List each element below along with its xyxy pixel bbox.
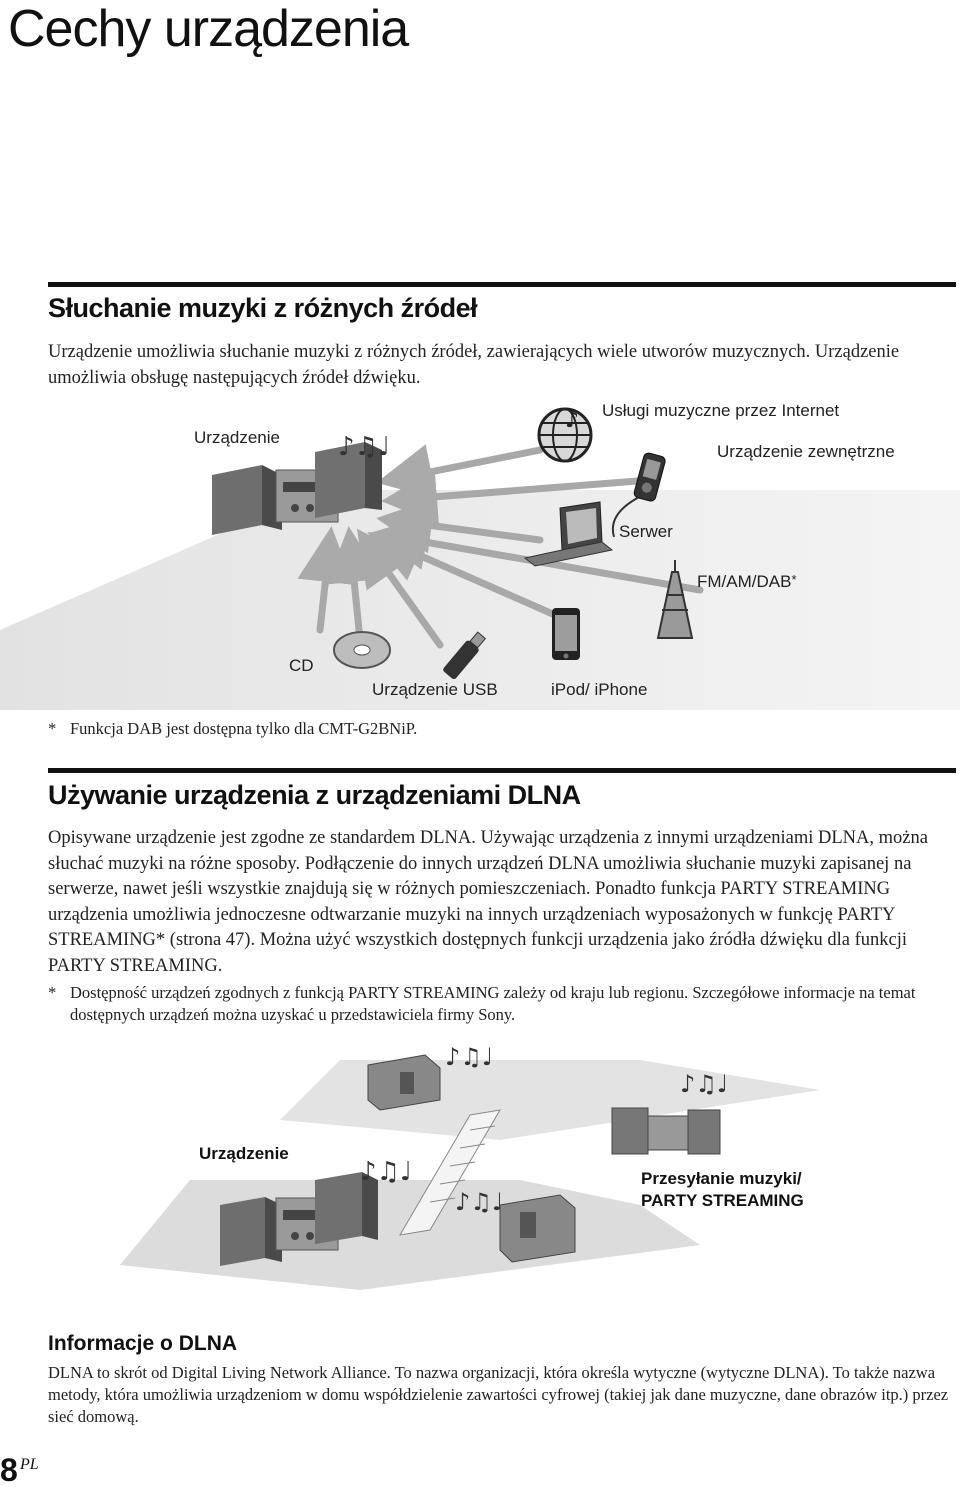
stereo-system-icon xyxy=(220,1172,378,1266)
section-paragraph-dlna: Opisywane urządzenie jest zgodne ze stan… xyxy=(48,828,928,976)
section-heading-dlna: Używanie urządzenia z urządzeniami DLNA xyxy=(48,780,581,810)
sources-diagram: ♪♫♩ ♪ xyxy=(0,407,960,710)
label-streaming-line1: Przesyłanie muzyki/ xyxy=(641,1169,802,1188)
page-number: 8 xyxy=(0,1452,18,1488)
label-internet-music: Usługi muzyczne przez Internet xyxy=(602,401,840,420)
label-server: Serwer xyxy=(619,522,673,541)
page-title: Cechy urządzenia xyxy=(8,0,409,58)
mp3-player-icon xyxy=(611,452,666,538)
speaker-dock-lower xyxy=(499,1194,576,1263)
radio-footnote-mark: * xyxy=(791,572,797,587)
label-external-device: Urządzenie zewnętrzne xyxy=(717,442,895,461)
cd-disc-icon xyxy=(333,631,391,669)
footnote-dab: * Funkcja DAB jest dostępna tylko dla CM… xyxy=(48,718,953,740)
music-notes-icon: ♪♫♩ xyxy=(680,1070,728,1098)
label-ipod-iphone: iPod/ iPhone xyxy=(551,680,648,699)
globe-icon: ♪ xyxy=(537,407,593,463)
label-cd: CD xyxy=(289,656,314,675)
lower-floor xyxy=(120,1180,700,1290)
footnote-star: * xyxy=(48,719,57,738)
section-rule xyxy=(48,768,956,773)
section-paragraph-about-dlna: DLNA to skrót od Digital Living Network … xyxy=(48,1363,949,1426)
laptop-icon xyxy=(523,501,614,567)
label-device-dlna: Urządzenie xyxy=(199,1144,289,1163)
section-heading-about-dlna: Informacje o DLNA xyxy=(48,1332,238,1355)
footnote-text: Dostępność urządzeń zgodnych z funkcją P… xyxy=(70,983,916,1024)
radio-tower-icon xyxy=(656,560,694,639)
stereo-system-icon xyxy=(212,442,382,535)
music-notes-icon: ♪♫♩ xyxy=(360,1157,412,1187)
music-notes-icon: ♪♫♩ xyxy=(338,432,390,462)
stereo-system-right xyxy=(611,1107,721,1155)
dlna-diagram: ♪♫♩ ♪♫♩ ♪♫♩ ♪♫♩ xyxy=(120,1043,820,1290)
iphone-icon xyxy=(552,608,580,660)
music-notes-icon: ♪♫♩ xyxy=(445,1043,493,1071)
section-paragraph-sources: Urządzenie umożliwia słuchanie muzyki z … xyxy=(48,342,900,388)
usb-stick-icon xyxy=(443,631,487,680)
staircase xyxy=(399,1109,501,1236)
speaker-dock-upper xyxy=(367,1054,441,1111)
label-usb: Urządzenie USB xyxy=(372,680,498,699)
page-language: PL xyxy=(20,1456,39,1473)
section-heading-sources: Słuchanie muzyki z różnych źródeł xyxy=(48,293,478,323)
music-notes-icon: ♪♫♩ xyxy=(455,1188,503,1216)
upper-floor xyxy=(280,1060,820,1140)
footnote-party-streaming: * Dostępność urządzeń zgodnych z funkcją… xyxy=(48,982,953,1026)
section-rule xyxy=(48,282,956,287)
signal-arrows xyxy=(297,444,704,649)
footnote-star: * xyxy=(48,983,57,1002)
label-streaming-line2: PARTY STREAMING xyxy=(641,1191,804,1210)
floor-plane xyxy=(0,490,960,710)
label-radio: FM/AM/DAB* xyxy=(697,572,797,591)
svg-text:♪: ♪ xyxy=(565,408,579,433)
footnote-text: Funkcja DAB jest dostępna tylko dla CMT-… xyxy=(70,719,418,738)
label-device: Urządzenie xyxy=(194,428,280,447)
